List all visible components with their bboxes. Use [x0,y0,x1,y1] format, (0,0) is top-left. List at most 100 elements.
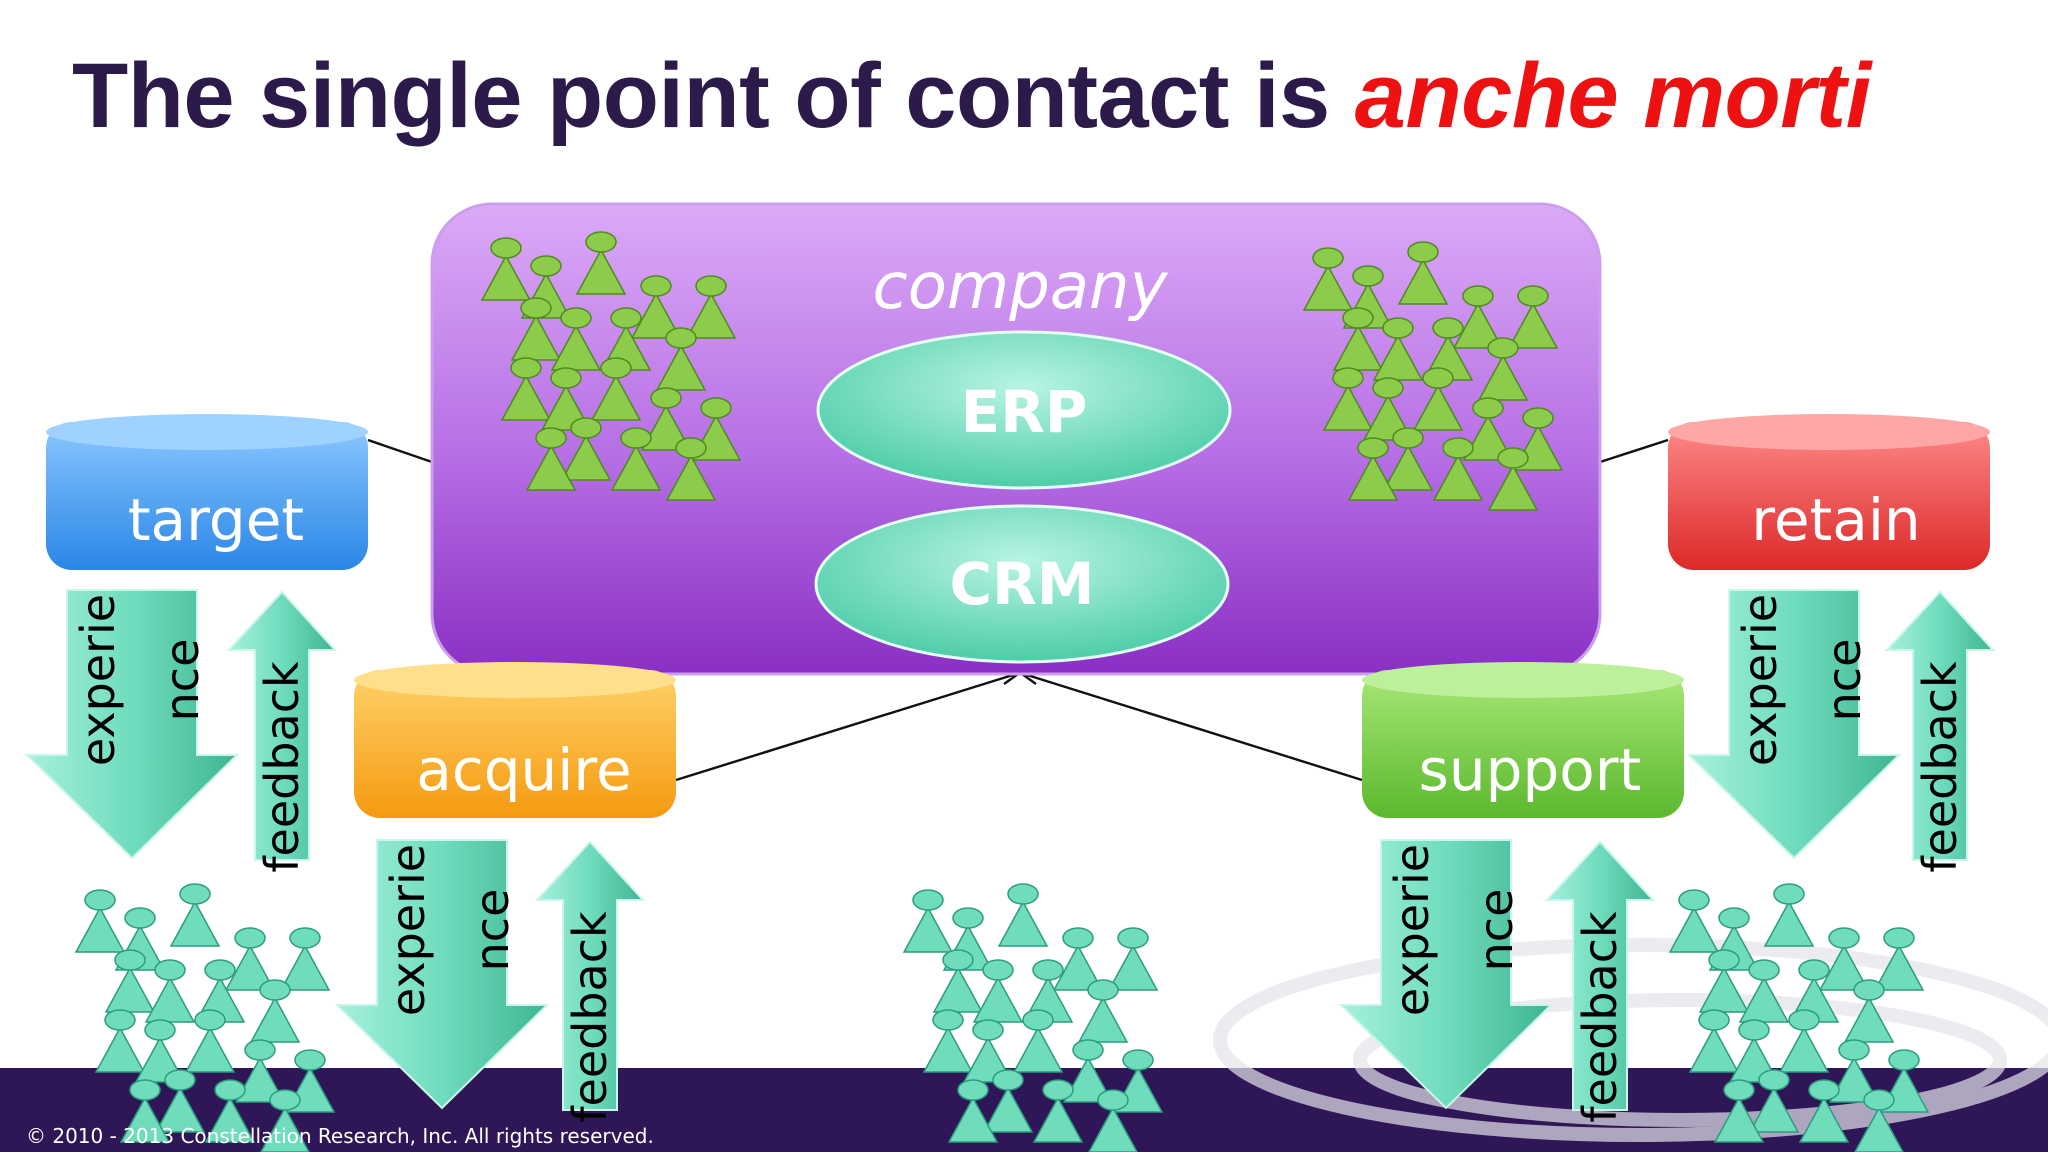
title-main: The single point of contact is [72,45,1355,147]
person-icon [1763,883,1815,947]
person-icon [525,427,577,491]
person-icon [1873,927,1925,991]
person-icon [982,1069,1034,1133]
stage-acquire-label: acquire [416,736,631,804]
title-accent: anche morti [1354,45,1871,147]
person-icon [1738,959,1790,1023]
person-icon [1412,367,1464,431]
person-icon [500,357,552,421]
person-icon [1828,1039,1880,1103]
person-icon [1668,889,1720,953]
experience-arrow-target [24,589,240,860]
stage-support: support [1362,662,1684,818]
feedback-text-support: feedback [1573,911,1627,1123]
feedback-text-acquire: feedback [563,911,617,1123]
person-icon [1487,447,1539,511]
person-icon [1798,1079,1850,1143]
person-icon [1452,285,1504,349]
person-icon [1778,1009,1830,1073]
person-icon [154,1069,206,1133]
person-icon [630,275,682,339]
person-icon [1347,437,1399,501]
person-icon [1302,247,1354,311]
feedback-text-target: feedback [255,661,309,873]
stage-target: target [46,414,368,570]
crm-label: CRM [950,550,1095,618]
feedback-arrow-support [1544,840,1656,1111]
person-icon [169,883,221,947]
person-icon [1854,1089,1904,1152]
person-icon [184,1009,236,1073]
person-icon [560,417,612,481]
person-icon [575,231,627,295]
person-icon [1322,367,1374,431]
person-icon [1507,285,1559,349]
experience-arrow-support [1338,839,1554,1110]
person-icon [1077,979,1129,1043]
stage-retain: retain [1668,414,1990,570]
person-icon [1052,927,1104,991]
person-icon [1432,437,1484,501]
background-swirl [1213,938,2048,1142]
person-icon [1477,337,1529,401]
person-icon [234,1039,286,1103]
person-icon [224,927,276,991]
experience-arrow-retain [1686,589,1902,860]
person-icon [1397,241,1449,305]
person-icon [550,307,602,371]
person-icon [947,1079,999,1143]
person-icon [590,357,642,421]
person-icon [640,387,692,451]
copyright-text: © 2010 - 2013 Constellation Research, In… [26,1124,654,1148]
person-icon [685,275,737,339]
experience-arrow-acquire [334,839,550,1110]
person-icon [204,1079,256,1143]
person-icon [1818,927,1870,991]
person-icon [665,437,717,501]
slide-title: The single point of contact is anche mor… [72,44,1871,149]
person-icon [1713,1079,1765,1143]
stage-support-label: support [1419,736,1642,804]
person-icon [279,927,331,991]
feedback-arrow-acquire [534,840,646,1111]
person-icon [119,1079,171,1143]
person-icon [1032,1079,1084,1143]
person-icon [1062,1039,1114,1103]
person-icon [260,1089,310,1152]
erp-label: ERP [961,378,1088,446]
person-icon [997,883,1049,947]
person-icon [902,889,954,953]
person-icon [74,889,126,953]
stage-acquire: acquire [354,662,676,818]
crm-oval [814,504,1230,664]
person-icon [1107,927,1159,991]
person-icon [610,427,662,491]
stage-target-label: target [128,486,304,554]
person-icon [94,1009,146,1073]
person-icon [1382,427,1434,491]
erp-oval [816,330,1232,490]
person-icon [1748,1069,1800,1133]
feedback-arrow-retain [1884,590,1996,861]
person-icon [480,237,532,301]
feedback-arrow-target [226,590,338,861]
person-icon [922,1009,974,1073]
person-icon [1012,1009,1064,1073]
person-icon [655,327,707,391]
person-icon [1372,317,1424,381]
person-icon [1688,1009,1740,1073]
person-icon [1698,949,1750,1013]
person-icon [249,979,301,1043]
people-clusters [74,231,1930,1152]
person-icon [510,297,562,361]
person-icon [1088,1089,1138,1152]
person-icon [932,949,984,1013]
person-icon [1843,979,1895,1043]
feedback-text-retain: feedback [1913,661,1967,873]
